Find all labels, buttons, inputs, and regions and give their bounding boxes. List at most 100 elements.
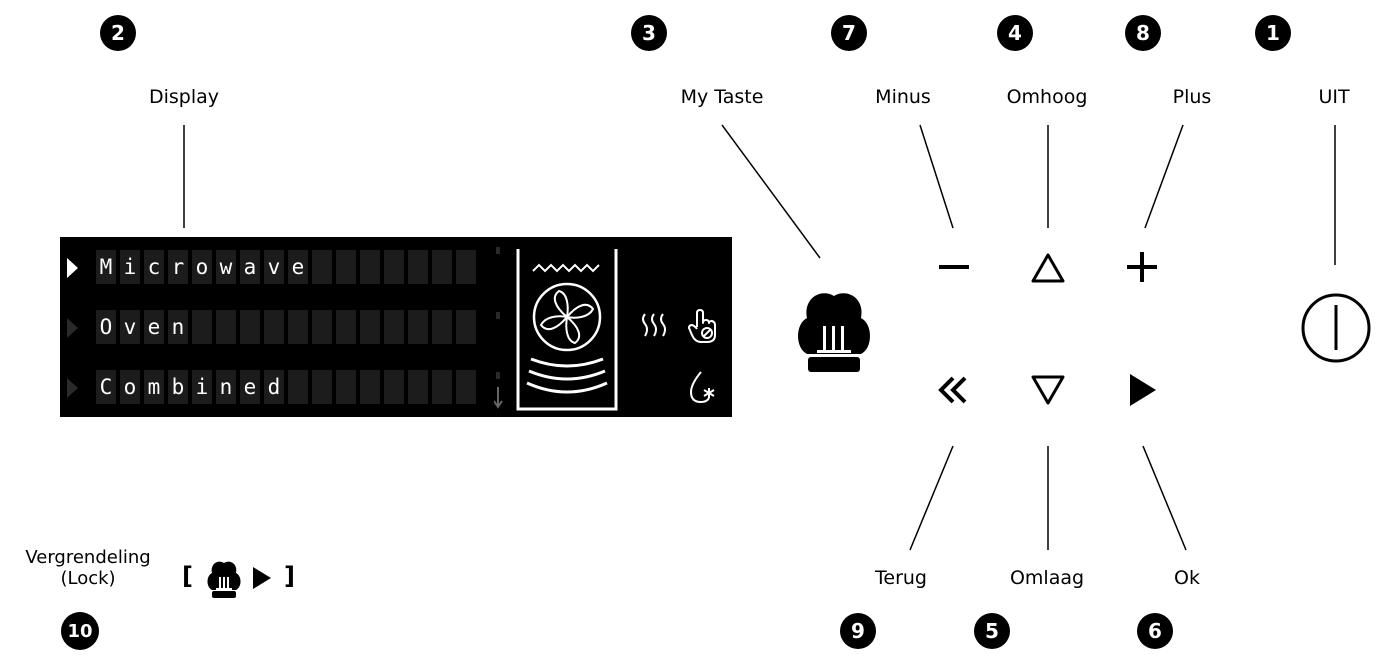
badge-plus: 8 xyxy=(1125,15,1161,51)
display-char-cell xyxy=(384,250,404,284)
display-char-cell xyxy=(360,250,380,284)
leader-line-ok xyxy=(1142,445,1187,551)
leader-line-minus xyxy=(919,124,954,229)
display-char-cell: e xyxy=(240,370,260,404)
display-char-cell xyxy=(384,370,404,404)
display-char-cell: a xyxy=(240,250,260,284)
label-off: UIT xyxy=(1318,86,1350,108)
leader-line-back xyxy=(909,445,954,551)
display-char-cell: M xyxy=(96,250,116,284)
display-char-cell: d xyxy=(264,370,284,404)
ok-button[interactable] xyxy=(1127,372,1159,408)
down-button[interactable] xyxy=(1029,373,1067,407)
lock-chef-hat-icon xyxy=(207,561,241,598)
display-char-cell: C xyxy=(96,370,116,404)
display-char-cell: b xyxy=(168,370,188,404)
label-up: Omhoog xyxy=(1006,86,1088,108)
double-chevron-left-icon xyxy=(938,376,967,404)
display-char-cell: c xyxy=(144,250,164,284)
label-my-taste: My Taste xyxy=(680,86,764,108)
oven-microwave-fan-icon xyxy=(516,249,618,411)
back-button[interactable] xyxy=(935,372,971,408)
plus-icon xyxy=(1127,252,1157,282)
display-char-cell xyxy=(312,310,332,344)
label-display: Display xyxy=(148,86,220,108)
badge-lock: 10 xyxy=(61,612,99,650)
badge-display: 2 xyxy=(100,15,136,51)
display-char-cell xyxy=(312,370,332,404)
display-char-cell xyxy=(240,310,260,344)
display-char-cell: e xyxy=(144,310,164,344)
play-icon xyxy=(1130,374,1156,406)
display-char-cell: o xyxy=(192,250,212,284)
display-char-cell: r xyxy=(168,250,188,284)
badge-back: 9 xyxy=(840,613,876,649)
display-char-cell xyxy=(336,250,356,284)
off-button[interactable] xyxy=(1300,292,1376,368)
minus-icon xyxy=(939,265,969,269)
display-char-cell xyxy=(432,250,452,284)
display-char-cell xyxy=(456,250,476,284)
badge-up: 4 xyxy=(997,15,1033,51)
selection-arrow-icon xyxy=(67,258,78,278)
badge-down: 5 xyxy=(974,613,1010,649)
display-char-cell xyxy=(216,310,236,344)
label-down: Omlaag xyxy=(1009,567,1085,589)
display-char-cell xyxy=(336,310,356,344)
display-char-cell xyxy=(360,310,380,344)
display-char-cell xyxy=(312,250,332,284)
display-char-cell xyxy=(288,310,308,344)
display-char-cell: i xyxy=(120,250,140,284)
display-char-cell xyxy=(192,310,212,344)
selection-arrow-icon xyxy=(67,378,78,398)
display-char-cell: O xyxy=(96,310,116,344)
display-char-cell xyxy=(288,370,308,404)
chef-hat-icon xyxy=(798,293,870,372)
power-icon xyxy=(1301,293,1371,363)
touch-hand-icon xyxy=(688,309,716,343)
display-char-cell xyxy=(408,250,428,284)
lock-bracket-close: ] xyxy=(284,562,295,590)
leader-line-plus xyxy=(1144,124,1184,229)
display-char-cell: e xyxy=(288,250,308,284)
label-ok: Ok xyxy=(1174,567,1200,589)
display-char-cell xyxy=(384,310,404,344)
display-char-cell: v xyxy=(264,250,284,284)
display-char-cell xyxy=(360,370,380,404)
label-back: Terug xyxy=(875,567,927,589)
display-char-cell: i xyxy=(192,370,212,404)
plus-button[interactable] xyxy=(1125,250,1159,284)
badge-ok: 6 xyxy=(1137,613,1173,649)
display-char-cell xyxy=(408,310,428,344)
display-char-cell xyxy=(432,310,452,344)
lock-play-icon xyxy=(253,567,271,589)
minus-button[interactable] xyxy=(937,255,971,279)
display-char-cell: m xyxy=(144,370,164,404)
triangle-down-icon xyxy=(1031,375,1065,405)
display-char-cell: o xyxy=(120,370,140,404)
leader-line-my-taste xyxy=(721,124,821,259)
lock-label-line1: Vergrendeling xyxy=(25,547,151,568)
my-taste-button[interactable] xyxy=(795,282,873,374)
display-char-cell xyxy=(456,370,476,404)
display-char-cell xyxy=(264,310,284,344)
up-button[interactable] xyxy=(1029,251,1067,285)
selection-arrow-icon xyxy=(67,318,78,338)
display-char-cell: n xyxy=(216,370,236,404)
display-char-cell: w xyxy=(216,250,236,284)
badge-off: 1 xyxy=(1255,15,1291,51)
triangle-up-icon xyxy=(1031,253,1065,283)
label-plus: Plus xyxy=(1172,86,1212,108)
display-char-cell xyxy=(456,310,476,344)
badge-my-taste: 3 xyxy=(631,15,667,51)
lock-label-line2: (Lock) xyxy=(60,568,116,589)
drop-star-icon xyxy=(689,371,715,404)
lock-label: Vergrendeling (Lock) xyxy=(6,547,170,589)
display-char-cell xyxy=(408,370,428,404)
display-char-cell: n xyxy=(168,310,188,344)
